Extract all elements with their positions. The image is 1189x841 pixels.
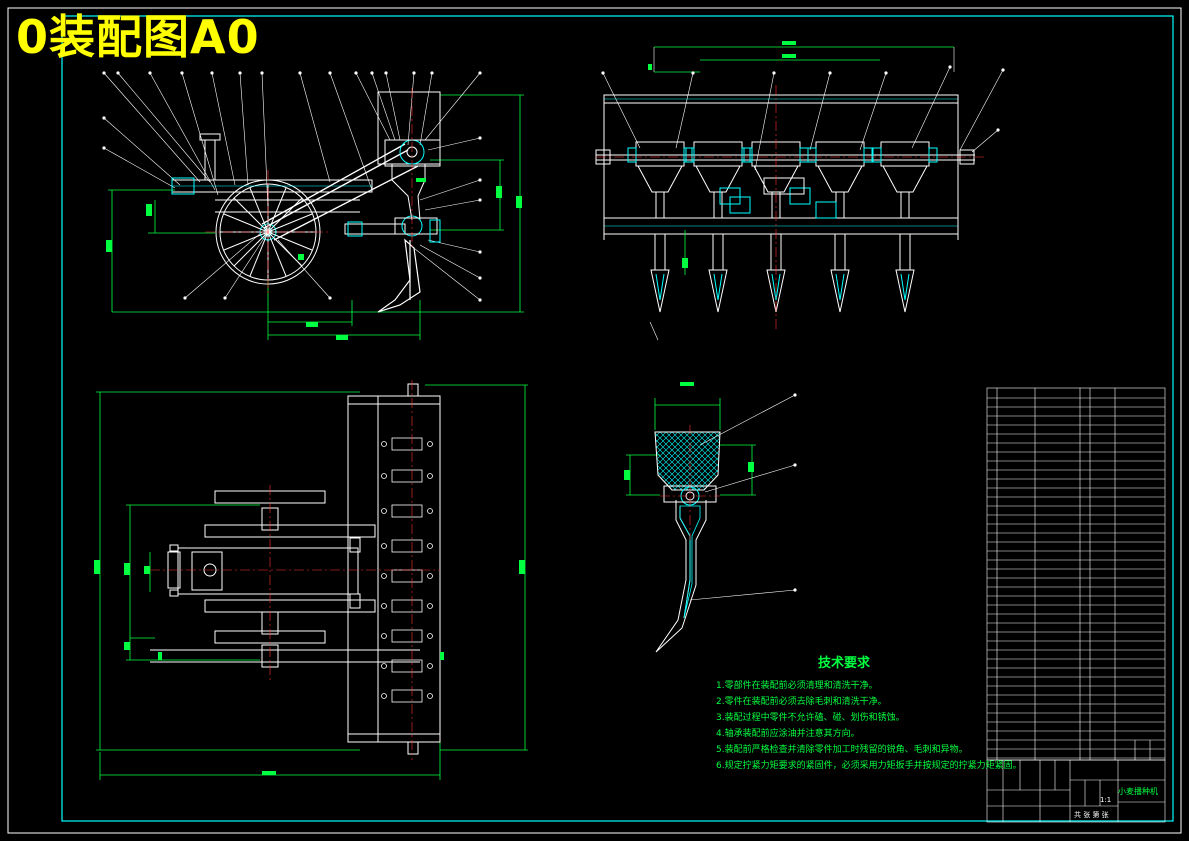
tech-req-item-3: 3.装配过程中零件不允许磕、碰、划伤和锈蚀。 (716, 713, 905, 723)
side-view (102, 71, 524, 340)
front-view (595, 41, 1005, 341)
tech-req-item-1: 1.零部件在装配前必须清理和清洗干净。 (716, 681, 878, 691)
technical-requirements-list: 1.零部件在装配前必须清理和清洗干净。 2.零件在装配前必须去除毛刺和清洗干净。… (716, 678, 1022, 774)
seed-unit (627, 141, 693, 313)
tech-req-item-4: 4.轴承装配前应涂油并注意其方向。 (716, 729, 860, 739)
parts-list-table (986, 387, 1166, 823)
tech-req-item-6: 6.规定拧紧力矩要求的紧固件，必须采用力矩扳手并按规定的拧紧力矩紧固。 (716, 761, 1022, 771)
tech-req-item-5: 5.装配前严格检查并清除零件加工时残留的锐角、毛刺和异物。 (716, 745, 968, 755)
seed-unit (685, 141, 751, 313)
seed-unit (872, 141, 938, 313)
title-block-sheet: 共 张 第 张 (1074, 811, 1109, 819)
seed-unit (807, 141, 873, 313)
technical-requirements-heading: 技术要求 (818, 656, 871, 671)
title-block-scale: 1:1 (1100, 796, 1112, 804)
section-view-b (624, 382, 797, 653)
title-block-product-name: 小麦播种机 (1118, 787, 1158, 796)
tech-req-item-2: 2.零件在装配前必须去除毛刺和清洗干净。 (716, 697, 887, 707)
inner-frame (61, 15, 1174, 822)
outer-border (7, 7, 1182, 834)
drawing-title: 0装配图A0 (16, 10, 260, 64)
top-view (94, 380, 528, 780)
